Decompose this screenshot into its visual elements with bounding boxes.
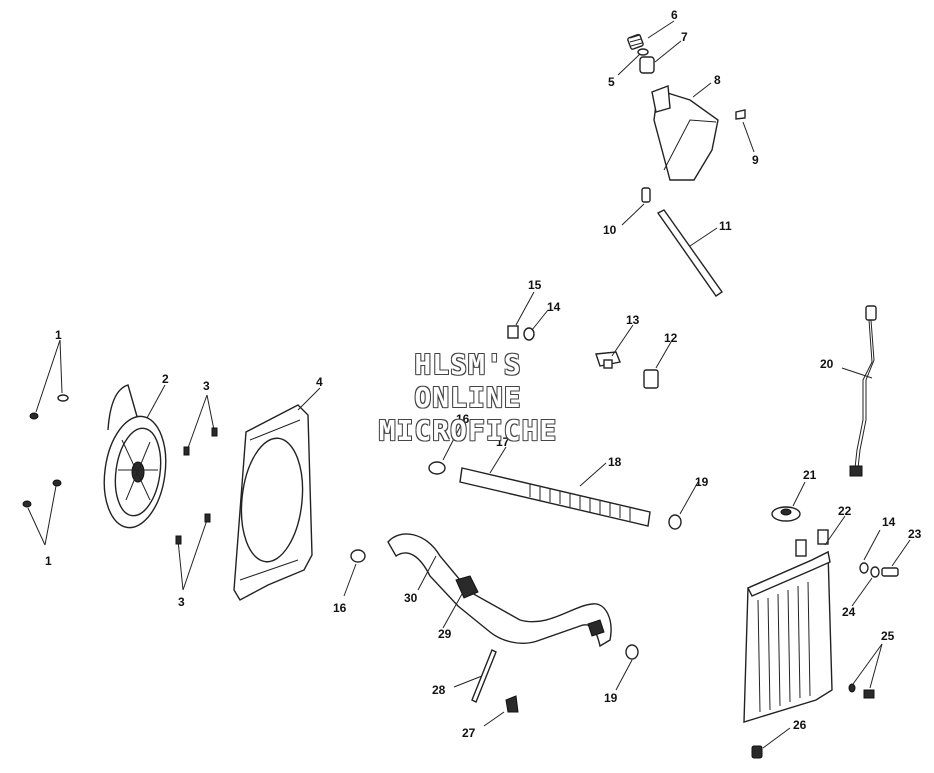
watermark-line-2: ONLINE: [414, 381, 522, 414]
callout-7: 7: [681, 30, 688, 44]
parts-12-15-fittings: 15 14 13 12: [507, 278, 678, 389]
parts-10-11-tube: 10 11: [603, 187, 732, 297]
part-26-drain-plug: 26: [751, 718, 807, 759]
parts-27-30-lower-hose: 16 30 29 19 28 27: [333, 533, 639, 740]
callout-16-upper: 16: [456, 412, 470, 426]
part-3-clips: 3 3: [175, 379, 218, 609]
callout-30: 30: [404, 591, 418, 605]
callout-3-bottom: 3: [178, 595, 185, 609]
callout-14-right: 14: [882, 515, 896, 529]
callout-10: 10: [603, 223, 617, 237]
callout-3-top: 3: [203, 379, 210, 393]
part-2-fan: 2: [103, 372, 169, 529]
parts-16-19-upper-hose: 16 17 18 19: [428, 412, 709, 530]
callout-1-bottom: 1: [45, 554, 52, 568]
callout-28: 28: [432, 683, 446, 697]
callout-18: 18: [608, 455, 622, 469]
callout-29: 29: [438, 627, 452, 641]
parts-5-9-reservoir: 6 7 5 8 9: [608, 8, 759, 181]
callout-19-upper: 19: [695, 475, 709, 489]
callout-5: 5: [608, 75, 615, 89]
callout-2: 2: [162, 372, 169, 386]
part-4-shroud: 4: [233, 375, 323, 601]
callout-1-top: 1: [55, 328, 62, 342]
callout-20: 20: [820, 357, 834, 371]
callout-13: 13: [626, 313, 640, 327]
part-21-cap: 21: [771, 468, 817, 522]
part-20-sensor-wire: 20: [820, 305, 877, 477]
callout-4: 4: [316, 375, 323, 389]
parts-23-25-fasteners: 14 23 24 25: [842, 515, 922, 699]
part-22-radiator: 22: [743, 504, 852, 723]
callout-25: 25: [881, 629, 895, 643]
callout-9: 9: [752, 153, 759, 167]
callout-15: 15: [528, 278, 542, 292]
callout-12: 12: [664, 331, 678, 345]
callout-17: 17: [496, 435, 510, 449]
callout-21: 21: [803, 468, 817, 482]
callout-24: 24: [842, 605, 856, 619]
callout-11: 11: [719, 219, 732, 233]
callout-14-upper: 14: [547, 300, 561, 314]
callout-6: 6: [671, 8, 678, 22]
callout-26: 26: [793, 718, 807, 732]
callout-23: 23: [908, 527, 922, 541]
callout-22: 22: [838, 504, 852, 518]
callout-8: 8: [714, 73, 721, 87]
watermark-line-1: HLSM'S: [414, 348, 522, 381]
watermark: HLSM'S ONLINE MICROFICHE: [338, 348, 598, 447]
callout-16-lower: 16: [333, 601, 347, 615]
watermark-line-3: MICROFICHE: [378, 414, 558, 447]
callout-27: 27: [462, 726, 476, 740]
part-1-screws: 1 1: [22, 328, 69, 568]
callout-19-lower: 19: [604, 691, 618, 705]
